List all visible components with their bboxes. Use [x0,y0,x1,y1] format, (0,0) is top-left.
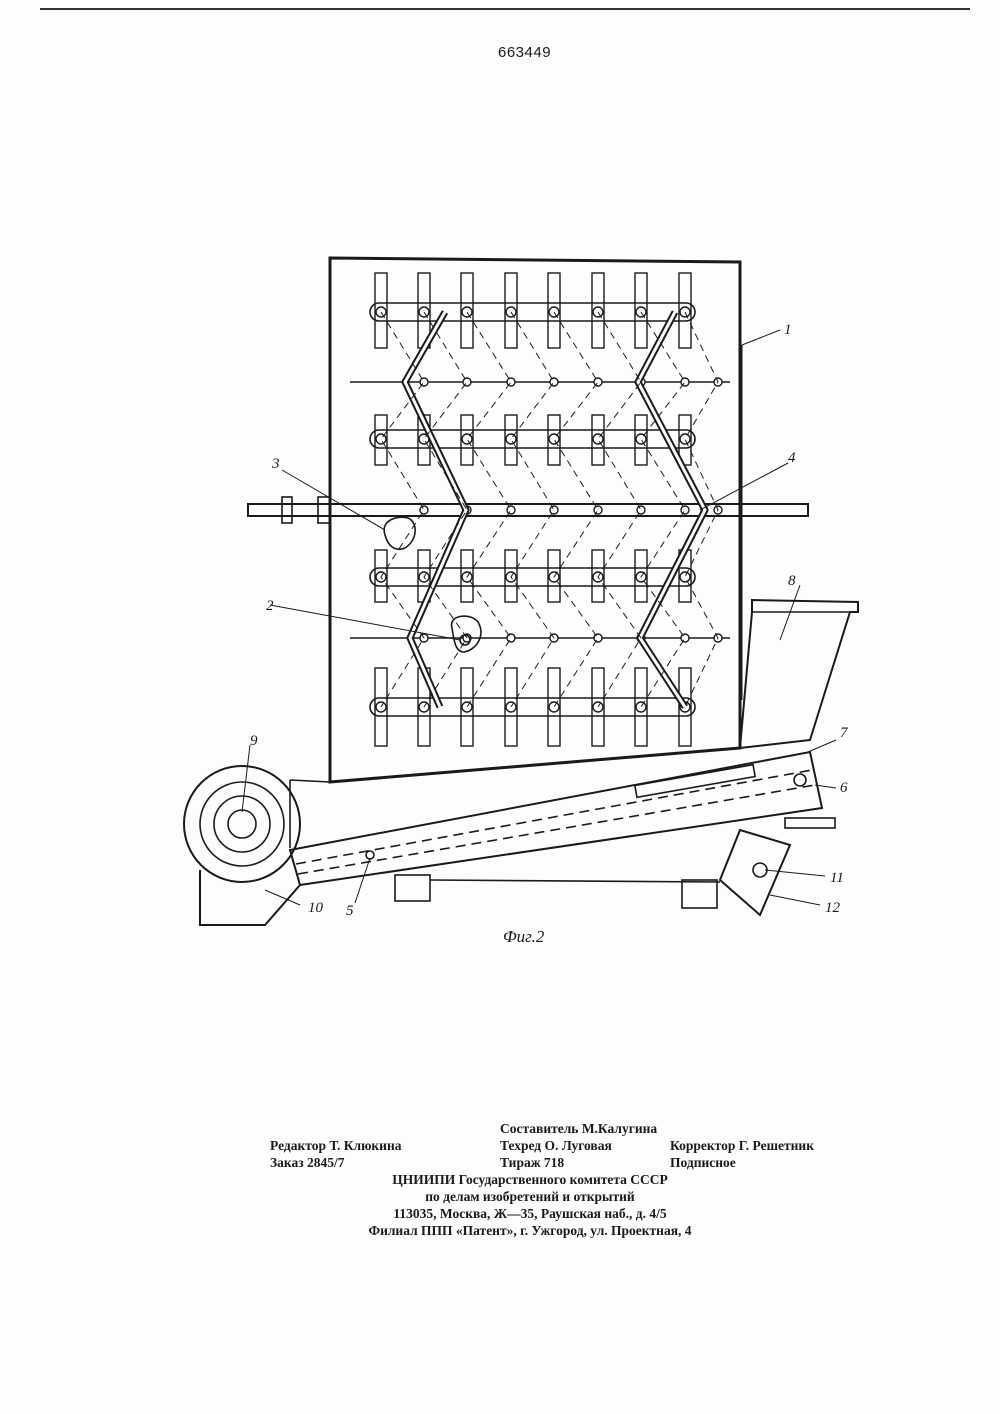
org-line1: ЦНИИПИ Государственного комитета СССР [270,1171,790,1188]
callout-5: 5 [346,903,354,919]
org-address: 113035, Москва, Ж—35, Раушская наб., д. … [270,1205,790,1222]
org-line2: по делам изобретений и открытий [270,1188,790,1205]
compiler: Составитель М.Калугина [500,1120,657,1137]
techred: Техред О. Луговая [500,1137,670,1154]
support-left [395,875,430,901]
branch: Филиал ППП «Патент», г. Ужгород, ул. Про… [270,1222,790,1239]
pin-5 [366,851,374,859]
blower-9-outer [184,766,300,882]
blower-duct-10 [200,870,300,925]
beam-rows [350,303,730,716]
trough-conveyor [290,752,822,885]
pivot-points [376,307,722,712]
subscription: Подписное [670,1154,736,1171]
callout-12: 12 [825,900,841,916]
technical-drawing: 1 2 3 4 5 6 7 8 9 10 11 12 Фиг.2 [0,0,1000,1000]
roller-6 [794,774,806,786]
callout-10: 10 [308,900,324,916]
callout-1: 1 [784,322,792,338]
callout-8: 8 [788,573,796,589]
callout-4: 4 [788,450,796,466]
callout-6: 6 [840,780,848,796]
callout-3: 3 [271,456,280,472]
figure-caption: Фиг.2 [503,927,545,946]
callout-11: 11 [830,870,844,886]
outlet-12 [720,830,790,915]
print-run: Тираж 718 [500,1154,670,1171]
editor: Редактор Т. Клюкина [270,1137,500,1154]
corrector: Корректор Г. Решетник [670,1137,814,1154]
order: Заказ 2845/7 [270,1154,500,1171]
callout-9: 9 [250,733,258,749]
callout-2: 2 [266,598,274,614]
object-3 [384,517,415,549]
support-right [682,880,717,908]
actuator-6 [785,818,835,828]
callout-7: 7 [840,725,849,741]
outlet-sensor-11 [753,863,767,877]
colophon: Составитель М.Калугина Редактор Т. Клюки… [270,1120,830,1239]
shaft-4 [248,504,808,516]
